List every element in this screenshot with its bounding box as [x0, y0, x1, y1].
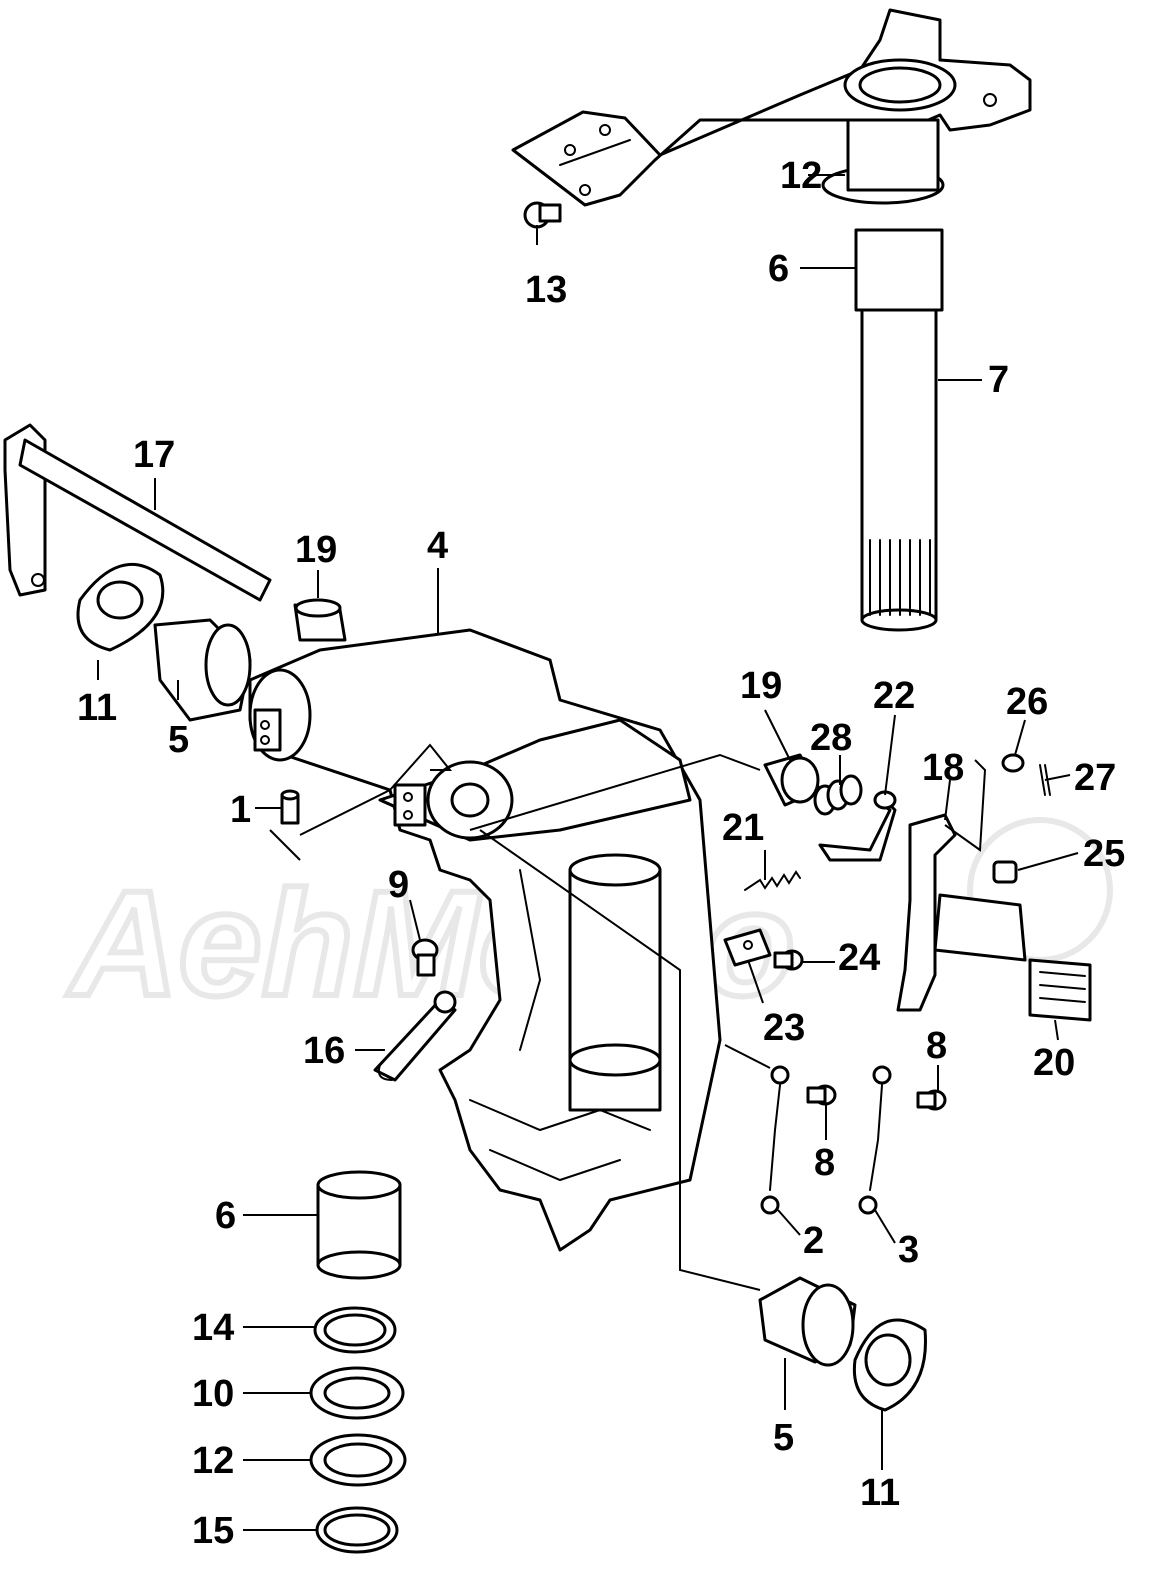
callout-label: 23: [763, 1007, 805, 1049]
spring-28: [813, 774, 863, 816]
callout-label: 16: [303, 1030, 345, 1072]
callout-label: 13: [525, 269, 567, 311]
washer-11-right: [852, 1318, 927, 1412]
bolt-24: [773, 949, 804, 971]
callout-label: 5: [168, 719, 189, 761]
washer-14: [313, 1306, 397, 1354]
callout-label: 28: [810, 717, 852, 759]
swivel-bracket-4: [248, 628, 722, 1252]
callout-label: 11: [77, 687, 117, 729]
leader-fitting-1b: [269, 829, 301, 861]
callout-label: 8: [926, 1025, 947, 1067]
leader-lines: [97, 174, 1079, 1531]
bushing-19-right: [763, 753, 822, 807]
callout-label: 10: [192, 1373, 234, 1415]
plate-23: [723, 928, 772, 967]
ground-wire-3: [858, 1065, 892, 1215]
callout-labels: 12 6 13 7 17 19 4 11 5 19 28 22 26 18 27…: [77, 155, 1125, 1552]
bolt-8-left: [806, 1084, 837, 1106]
callout-label: 26: [1006, 681, 1048, 723]
steering-arm: [511, 8, 1032, 207]
callout-label: 1: [230, 789, 251, 831]
callout-label: 7: [988, 359, 1009, 401]
callout-label: 12: [192, 1440, 234, 1482]
callout-label: 9: [388, 864, 409, 906]
callout-label: 14: [192, 1307, 234, 1349]
callout-label: 17: [133, 434, 175, 476]
link-16: [373, 990, 457, 1082]
callout-label: 22: [873, 675, 915, 717]
spring-21: [744, 870, 801, 891]
ground-wire-2: [760, 1065, 790, 1215]
washer-10: [309, 1366, 405, 1420]
bushing-6-top: [854, 228, 944, 312]
washer-26: [1001, 753, 1025, 773]
bushing-5-left: [153, 618, 252, 722]
tilt-rod-17: [3, 423, 272, 602]
bolt-9: [411, 938, 439, 977]
bushing-6-bottom: [316, 1170, 402, 1280]
callout-label: 18: [922, 747, 964, 789]
grease-fitting-1: [280, 789, 300, 825]
callout-label: 4: [427, 525, 448, 567]
callout-label: 19: [740, 665, 782, 707]
callout-label: 21: [722, 807, 764, 849]
callout-label: 19: [295, 529, 337, 571]
bushing-5-right: [758, 1276, 857, 1367]
callout-label: 3: [898, 1229, 919, 1271]
callout-label: 5: [773, 1417, 794, 1459]
callout-label: 12: [780, 155, 822, 197]
callout-label: 11: [860, 1472, 900, 1514]
leader-fitting-1: [299, 743, 453, 836]
callout-label: 15: [192, 1510, 234, 1552]
callout-label: 8: [814, 1142, 835, 1184]
callout-label: 25: [1083, 833, 1125, 875]
bolt-13: [523, 201, 562, 229]
bolt-8-right: [916, 1089, 947, 1111]
bushing-19-left: [293, 598, 347, 642]
leader-bushing-19: [469, 753, 761, 831]
tilt-lever-18: [896, 759, 1027, 1012]
snap-ring-15: [315, 1506, 399, 1554]
washer-11-left: [76, 562, 165, 652]
washer-12-bottom: [309, 1433, 407, 1487]
nut-25: [992, 860, 1018, 884]
callout-label: 2: [803, 1220, 824, 1262]
callout-label: 6: [768, 248, 789, 290]
callout-label: 27: [1074, 757, 1116, 799]
callout-label: 20: [1033, 1042, 1075, 1084]
callout-label: 24: [838, 937, 880, 979]
callout-label: 6: [215, 1195, 236, 1237]
leader-wire-2: [724, 1044, 771, 1069]
leader-bushing-5: [479, 829, 761, 1291]
pad-20: [1028, 958, 1092, 1022]
